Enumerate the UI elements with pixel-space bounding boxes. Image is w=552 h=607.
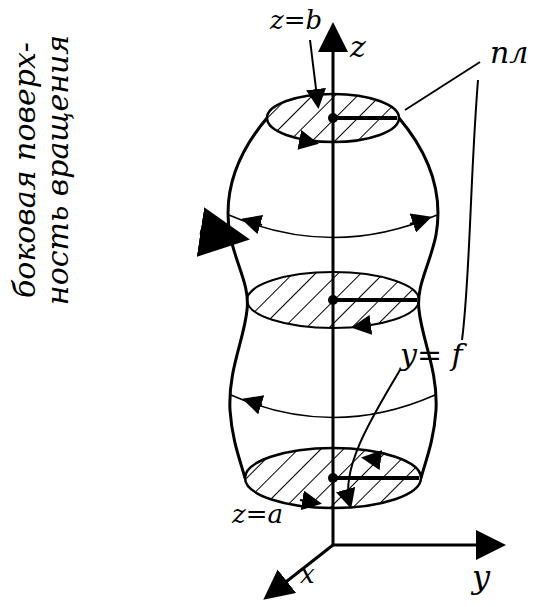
axis-label: y	[472, 560, 490, 595]
axis-label: z	[350, 30, 366, 63]
pointer-arrow	[200, 232, 240, 238]
radius-line	[333, 476, 419, 480]
y-axis	[333, 544, 500, 547]
leader-line	[462, 80, 478, 340]
axis-label: пл	[490, 36, 528, 69]
leader-line	[405, 62, 480, 110]
radius-line	[333, 116, 397, 120]
parallel-circle	[231, 395, 435, 418]
top-section	[267, 94, 399, 142]
rotated-note: боковая поверх- ность вращения	[8, 20, 74, 320]
radius-line	[333, 298, 417, 302]
parallel-circle	[229, 215, 437, 238]
axis-label: z=a	[232, 500, 283, 529]
leader-line	[310, 40, 318, 105]
leader-line	[348, 370, 400, 505]
axis-label: x	[300, 560, 315, 589]
axis-label: z=b	[270, 6, 322, 35]
middle-section	[247, 272, 419, 328]
axis-label: y= f	[400, 338, 463, 371]
x-axis	[268, 545, 333, 596]
side-profile	[228, 118, 267, 478]
bottom-section	[245, 448, 421, 508]
